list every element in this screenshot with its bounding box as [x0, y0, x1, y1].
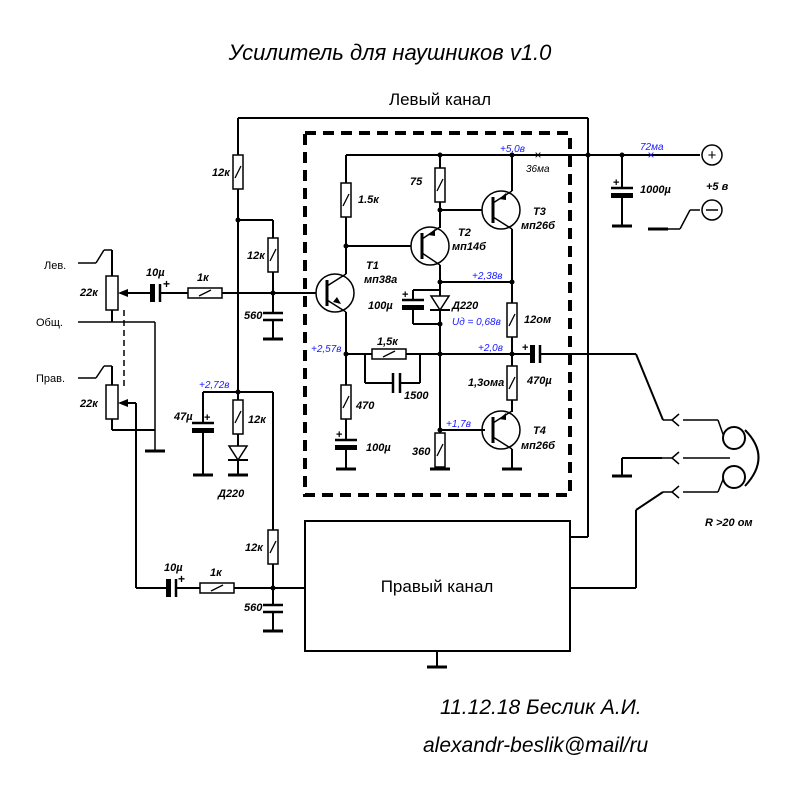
current-mark-36: ×: [534, 148, 541, 162]
right-channel-block: [304, 520, 571, 652]
r-bias-mid-label: 12к: [247, 250, 266, 262]
t4-type-label: мп26б: [521, 440, 556, 452]
t1-label: T1: [366, 260, 379, 272]
r-12k-right-label: 12к: [245, 542, 264, 554]
svg-text:+: +: [178, 572, 185, 586]
r-12om-label: 12ом: [524, 314, 551, 326]
r-75-label: 75: [410, 176, 423, 188]
svg-text:+: +: [522, 342, 528, 354]
svg-text:+: +: [163, 277, 170, 291]
headphone-impedance-label: R >20 ом: [705, 517, 753, 529]
power-rail: × × + +: [238, 117, 723, 537]
svg-text:+: +: [708, 147, 717, 164]
voltage-5v: +5,0в: [500, 144, 525, 155]
c100b-label: 100µ: [366, 442, 391, 454]
voltage-20: +2,0в: [478, 343, 503, 354]
ud-label: Uд = 0,68в: [452, 317, 501, 328]
current-mark-72: ×: [647, 148, 654, 162]
c100a-label: 100µ: [368, 300, 393, 312]
voltage-272: +2,72в: [199, 380, 230, 391]
r-1-5k-a-label: 1.5к: [358, 194, 380, 206]
d220-label: Д220: [451, 300, 479, 312]
t4-label: T4: [533, 425, 546, 437]
right-channel-wiring: [425, 491, 664, 669]
r-470-label: 470: [355, 400, 375, 412]
left-channel-label: Левый канал: [389, 90, 491, 109]
c47-label: 47µ: [173, 411, 193, 423]
headphones-icon: [610, 413, 760, 499]
t2-label: T2: [458, 227, 471, 239]
cap-1000-label: 1000µ: [640, 184, 671, 196]
schematic-title: Усилитель для наушников v1.0: [228, 40, 553, 65]
pot-right-label: 22к: [79, 398, 99, 410]
left-channel-box: [303, 131, 572, 497]
plus-terminal-icon[interactable]: [701, 144, 723, 166]
r-12k-low-label: 12к: [248, 414, 267, 426]
d-ref-label: Д220: [217, 488, 245, 500]
svg-text:+: +: [402, 289, 408, 301]
svg-text:+: +: [336, 429, 342, 441]
svg-text:+: +: [613, 177, 619, 189]
voltage-17: +1,7в: [446, 419, 471, 430]
r-360-label: 360: [412, 446, 431, 458]
r-1-5k-b-label: 1,5к: [377, 336, 399, 348]
voltage-238: +2,38в: [472, 271, 503, 282]
supply-voltage-label: +5 в: [706, 181, 729, 193]
pot-left-label: 22к: [79, 287, 99, 299]
input-left-label: Лев.: [44, 260, 66, 272]
cin-right-label: 10µ: [164, 562, 183, 574]
t1-type-label: мп38а: [364, 274, 397, 286]
amplifier-left: + +: [315, 155, 664, 471]
current-36ma: 36ма: [526, 164, 550, 175]
author-email: alexandr-beslik@mail/ru: [423, 734, 649, 757]
input-common-label: Общ.: [36, 317, 63, 329]
bias-network: +: [191, 118, 285, 633]
c1500-label: 1500: [404, 390, 429, 402]
current-quiescent-label: 1,3ома: [468, 377, 504, 389]
r-bias-top-label: 12к: [212, 167, 231, 179]
cin-left-label: 10µ: [146, 267, 165, 279]
c560-right-label: 560: [244, 602, 263, 614]
voltage-257: +2,57в: [311, 344, 342, 355]
t3-label: T3: [533, 206, 546, 218]
rin-left-label: 1к: [197, 272, 210, 284]
c560-left-label: 560: [244, 310, 263, 322]
date-author: 11.12.18 Беслик А.И.: [440, 696, 642, 719]
t3-type-label: мп26б: [521, 220, 556, 232]
svg-text:+: +: [204, 412, 210, 424]
right-channel-label: Правый канал: [381, 577, 494, 596]
input-section: + +: [78, 249, 318, 597]
input-right-label: Прав.: [36, 373, 65, 385]
t2-type-label: мп14б: [452, 241, 487, 253]
current-72ma: 72ма: [640, 142, 664, 153]
c-out-label: 470µ: [526, 375, 552, 387]
rin-right-label: 1к: [210, 567, 223, 579]
